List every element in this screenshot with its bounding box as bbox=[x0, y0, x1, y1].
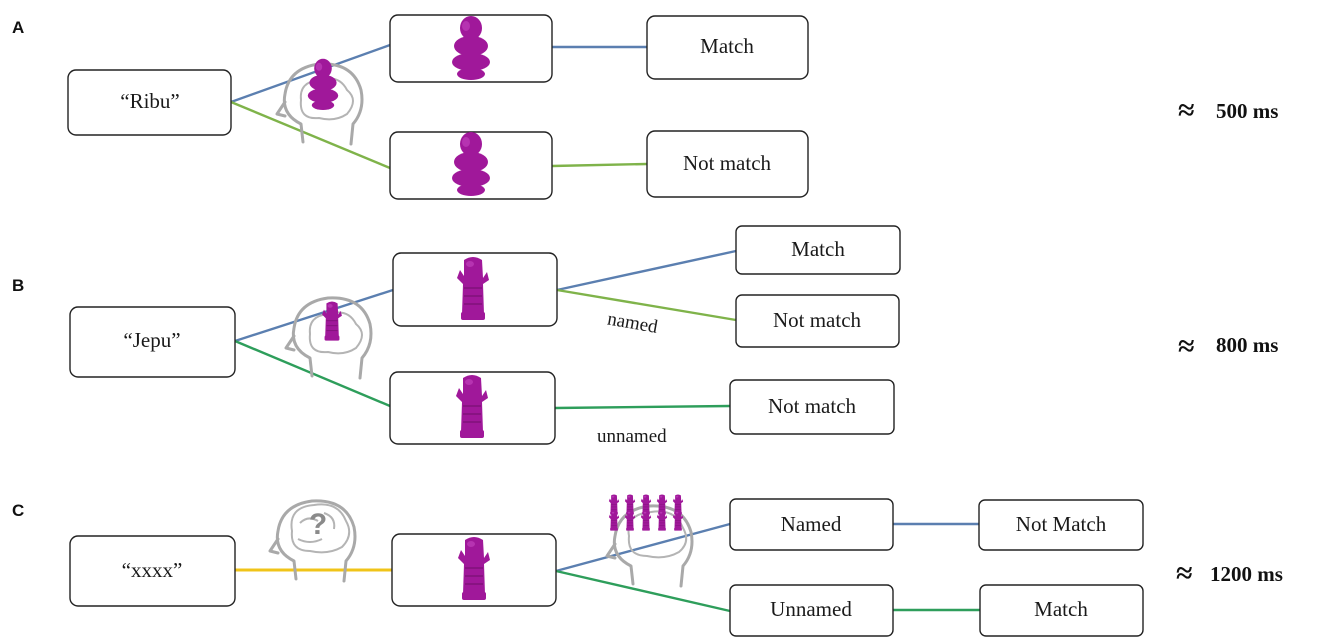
timing-c: 1200 ms bbox=[1210, 562, 1283, 586]
question-mark-icon: ? bbox=[309, 508, 327, 541]
thinking-head-question bbox=[268, 499, 357, 583]
panel-label-b: B bbox=[12, 276, 24, 295]
word-text-a: “Ribu” bbox=[120, 89, 179, 113]
branch-text-unnamed: Unnamed bbox=[770, 597, 852, 621]
edge-label-unnamed: unnamed bbox=[597, 426, 667, 447]
word-box-c bbox=[69, 535, 236, 607]
approx-symbol-c: ≈ bbox=[1176, 557, 1192, 590]
outcome-text-b-match: Match bbox=[791, 237, 845, 261]
branch-box-unnamed bbox=[729, 584, 894, 637]
edge-b-image1-to-notmatch bbox=[556, 288, 737, 322]
object-cluster-icon bbox=[608, 494, 684, 531]
thinking-head-b bbox=[284, 296, 373, 380]
outcome-box-a-notmatch bbox=[646, 130, 809, 198]
panel-label-c: C bbox=[12, 501, 24, 520]
outcome-text-b-notmatch-named: Not match bbox=[773, 308, 862, 332]
word-box-b bbox=[69, 306, 236, 378]
branch-text-named: Named bbox=[781, 512, 842, 536]
edge-b-image1-to-match bbox=[556, 249, 737, 292]
approx-symbol-b: ≈ bbox=[1178, 330, 1194, 363]
outcome-box-b-match bbox=[735, 225, 901, 275]
outcome-box-c-match bbox=[979, 584, 1144, 637]
timing-a: 500 ms bbox=[1216, 99, 1278, 123]
outcome-box-a-match bbox=[646, 15, 809, 80]
outcome-box-b-notmatch-named bbox=[735, 294, 900, 348]
edge-b-image2-to-notmatch bbox=[554, 404, 731, 410]
edge-a-word-to-image1 bbox=[230, 43, 391, 104]
outcome-text-c-match: Match bbox=[1034, 597, 1088, 621]
edge-c-image-to-unnamed bbox=[555, 569, 731, 613]
outcome-text-c-notmatch: Not Match bbox=[1016, 512, 1107, 536]
outcome-box-b-notmatch-unnamed bbox=[729, 379, 895, 435]
edge-label-named: named bbox=[606, 308, 660, 338]
thinking-head-a bbox=[275, 58, 364, 146]
word-text-b: “Jepu” bbox=[123, 328, 180, 352]
branch-box-named bbox=[729, 498, 894, 551]
word-box-a bbox=[67, 69, 232, 136]
timing-b: 800 ms bbox=[1216, 333, 1278, 357]
outcome-text-b-notmatch-unnamed: Not match bbox=[768, 394, 857, 418]
edge-a-word-to-image2 bbox=[230, 100, 391, 170]
outcome-text-a-match: Match bbox=[700, 34, 754, 58]
edge-c-image-to-named bbox=[555, 522, 731, 573]
edge-b-word-to-image1 bbox=[234, 288, 394, 343]
outcome-box-c-notmatch bbox=[978, 499, 1144, 551]
approx-symbol-a: ≈ bbox=[1178, 94, 1194, 127]
edge-a-image2-to-notmatch bbox=[551, 162, 648, 168]
panel-label-a: A bbox=[12, 18, 24, 37]
word-text-c: “xxxx” bbox=[122, 558, 183, 582]
outcome-text-a-notmatch: Not match bbox=[683, 151, 772, 175]
